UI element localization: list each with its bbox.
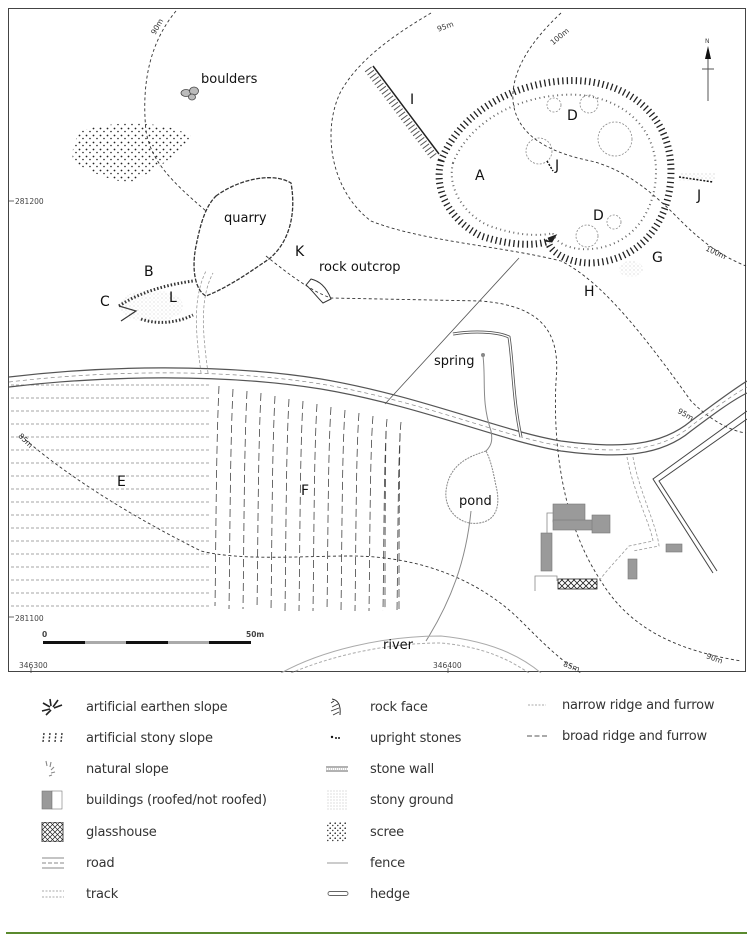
label-I: I xyxy=(410,92,415,108)
legend-item-scree: scree xyxy=(324,822,404,842)
natural-slope-icon xyxy=(40,759,74,779)
map-drawing xyxy=(9,10,747,673)
label-K: K xyxy=(295,244,305,260)
building-icon xyxy=(40,790,74,810)
ridge-furrow-broad-F xyxy=(214,385,402,612)
glasshouse xyxy=(557,578,598,590)
quarry-rock-face xyxy=(193,177,294,297)
legend-item-road: road xyxy=(40,853,115,873)
glasshouse-icon xyxy=(40,822,74,842)
track xyxy=(196,270,660,582)
road-icon xyxy=(40,853,74,873)
hedge-icon xyxy=(324,884,358,904)
legend-item-broad-ridge-furrow: broad ridge and furrow xyxy=(524,726,707,746)
label-C: C xyxy=(100,294,110,310)
stony-slope-icon xyxy=(40,728,74,748)
label-rock-outcrop: rock outcrop xyxy=(319,260,401,275)
label-J-east: J xyxy=(697,188,702,204)
label-pond: pond xyxy=(459,494,492,509)
rock-face-icon xyxy=(324,697,358,717)
legend-item-stony-slope: artificial stony slope xyxy=(40,728,213,748)
label-boulders: boulders xyxy=(201,72,258,87)
scale-bar-start: 0 xyxy=(42,630,48,639)
legend-item-rock-face: rock face xyxy=(324,697,428,717)
stream xyxy=(425,355,493,642)
enclosure-earthwork xyxy=(435,77,675,267)
label-spring: spring xyxy=(434,354,475,369)
label-J-centre: J xyxy=(555,158,560,174)
north-label: N xyxy=(705,38,710,45)
legend-item-stony-ground: stony ground xyxy=(324,790,454,810)
grid-coord-northing-81200: 281200 xyxy=(15,197,44,206)
legend-item-natural-slope: natural slope xyxy=(40,759,169,779)
label-A: A xyxy=(475,168,485,184)
spring-point xyxy=(481,353,485,357)
scree-area xyxy=(72,123,191,183)
label-L: L xyxy=(169,290,177,306)
grid-coord-easting-46300: 346300 xyxy=(19,661,48,670)
label-river: river xyxy=(383,638,413,653)
upright-stones-icon xyxy=(324,728,358,748)
legend-item-upright-stones: upright stones xyxy=(324,728,461,748)
label-H: H xyxy=(584,284,595,300)
pond xyxy=(445,450,499,524)
bank-I xyxy=(364,65,440,160)
hut-circles xyxy=(525,94,633,248)
river xyxy=(280,635,542,673)
scree-icon xyxy=(324,822,358,842)
earthen-slope-icon xyxy=(40,697,74,717)
label-D-north: D xyxy=(567,108,578,124)
label-E: E xyxy=(117,474,126,490)
stony-ground-icon xyxy=(324,790,358,810)
bottom-divider xyxy=(6,932,747,934)
legend-item-fence: fence xyxy=(324,853,405,873)
label-F: F xyxy=(301,483,310,499)
rock-outcrop-face xyxy=(305,278,332,304)
legend-item-earthen-slope: artificial earthen slope xyxy=(40,697,228,717)
map-legend: artificial earthen slope artificial ston… xyxy=(0,690,753,910)
label-D-south: D xyxy=(593,208,604,224)
grid-coord-easting-46400: 346400 xyxy=(433,661,462,670)
broad-ridge-furrow-icon xyxy=(524,726,550,746)
ridge-furrow-narrow-E xyxy=(11,384,211,607)
legend-item-stone-wall: stone wall xyxy=(324,759,434,779)
fence-icon xyxy=(324,853,358,873)
label-quarry: quarry xyxy=(224,211,267,226)
scale-bar-end: 50m xyxy=(246,630,265,639)
fence-line xyxy=(384,257,520,405)
legend-item-buildings: buildings (roofed/not roofed) xyxy=(40,790,267,810)
legend-item-track: track xyxy=(40,884,118,904)
legend-item-hedge: hedge xyxy=(324,884,410,904)
side-road xyxy=(652,410,747,574)
stone-wall-icon xyxy=(324,759,358,779)
road xyxy=(9,367,747,456)
narrow-ridge-furrow-icon xyxy=(524,695,550,715)
upright-stones xyxy=(546,160,714,183)
legend-item-glasshouse: glasshouse xyxy=(40,822,157,842)
survey-map: boulders quarry rock outcrop spring pond… xyxy=(8,8,747,674)
track-icon xyxy=(40,884,74,904)
label-G: G xyxy=(652,250,663,266)
boulders xyxy=(180,86,199,101)
north-arrow-icon xyxy=(702,46,714,101)
buildings xyxy=(534,503,683,591)
label-B: B xyxy=(144,264,154,280)
grid-coord-northing-81100: 281100 xyxy=(15,614,44,623)
legend-item-narrow-ridge-furrow: narrow ridge and furrow xyxy=(524,695,714,715)
scale-bar xyxy=(43,641,251,644)
slope-BCL xyxy=(118,279,194,324)
